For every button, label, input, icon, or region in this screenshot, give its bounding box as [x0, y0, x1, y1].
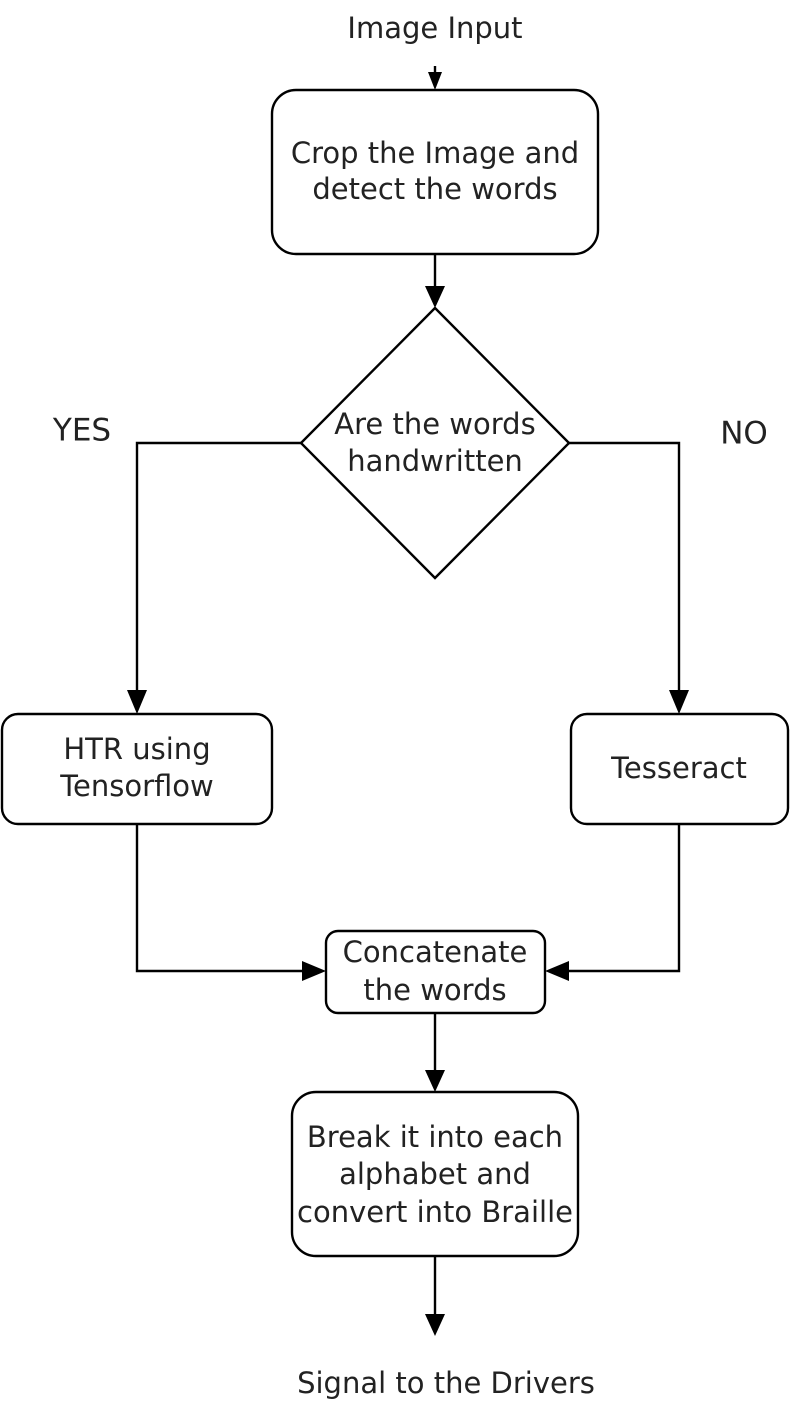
node-concat [324, 929, 547, 1015]
arrowhead-concat-to-braille [425, 1070, 445, 1092]
arrowhead-crop-to-decision [425, 286, 445, 308]
node-concat-line-1: Concatenate [343, 935, 528, 969]
node-htr-line-1: HTR using [63, 732, 210, 766]
node-htr-line-2: Tensorflow [59, 769, 214, 803]
node-crop [270, 88, 600, 256]
arrowhead-tesseract-to-concat [545, 961, 569, 981]
node-braille [290, 1090, 580, 1258]
start-label: Image Input [347, 11, 522, 45]
arrowhead-decision-to-htr [127, 690, 147, 714]
arrowhead-input-to-crop [428, 72, 442, 90]
node-braille-line-1: Break it into each [307, 1120, 563, 1154]
arrowhead-htr-to-concat [302, 961, 326, 981]
node-decision-line-1: Are the words [334, 407, 535, 441]
edge-tesseract-to-concat [561, 824, 681, 973]
arrowhead-braille-to-signal [425, 1314, 445, 1336]
node-decision [299, 306, 571, 580]
node-braille-line-2: alphabet and [339, 1157, 531, 1191]
node-crop-line-2: detect the words [312, 172, 557, 206]
end-label: Signal to the Drivers [297, 1366, 595, 1400]
edge-decision-to-htr [135, 441, 301, 698]
edge-htr-to-concat [135, 824, 310, 973]
node-tesseract-line-1: Tesseract [610, 751, 747, 785]
node-decision-line-2: handwritten [347, 444, 523, 478]
branch-yes-label: YES [52, 413, 111, 449]
node-crop-line-1: Crop the Image and [291, 136, 579, 170]
node-tesseract [569, 712, 790, 826]
branch-no-label: NO [720, 416, 768, 452]
node-htr [0, 712, 274, 826]
edge-decision-to-tesseract [569, 441, 681, 698]
arrowhead-decision-to-tesseract [669, 690, 689, 714]
node-concat-line-2: the words [363, 973, 506, 1007]
node-braille-line-3: convert into Braille [297, 1195, 573, 1229]
